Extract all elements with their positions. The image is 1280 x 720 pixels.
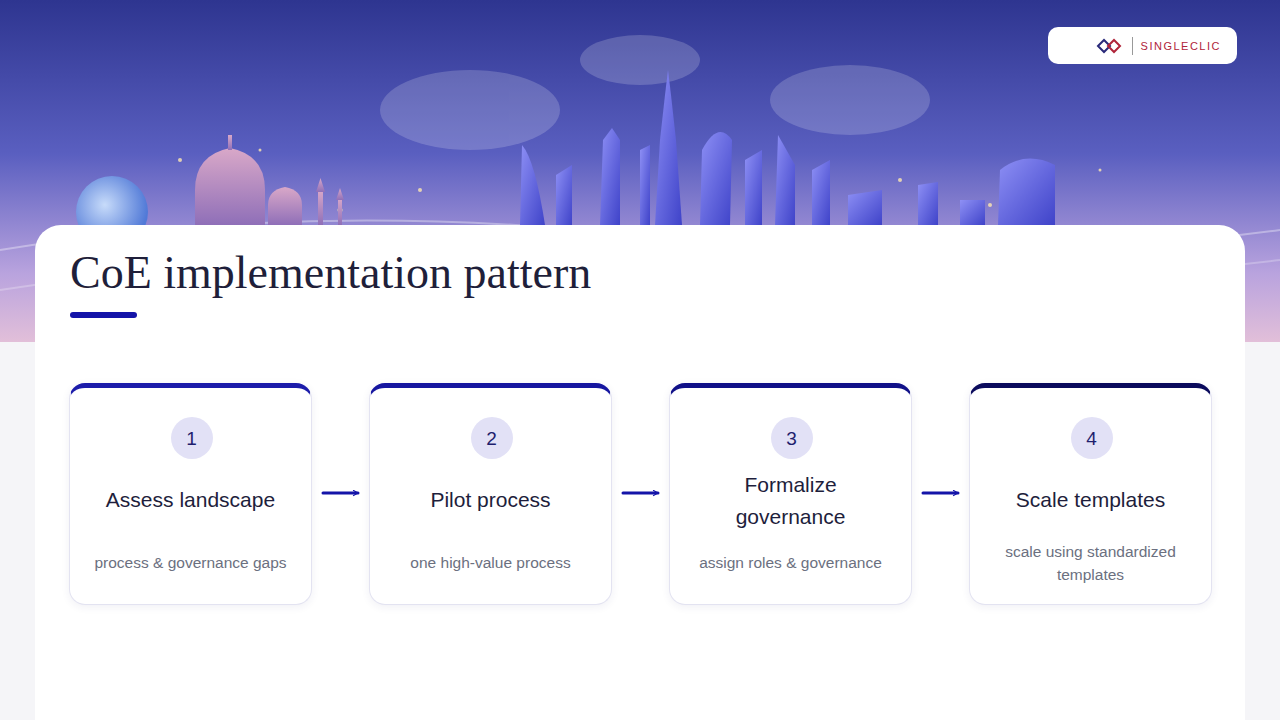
flow-arrow — [923, 492, 958, 495]
number-circle: 4 — [1071, 417, 1113, 459]
step-heading: Pilot process — [400, 484, 581, 516]
step-description: process & governance gaps — [88, 551, 293, 574]
logo-box: SINGLECLIC — [1048, 27, 1237, 64]
step-description: scale using standardized templates — [988, 540, 1193, 587]
flow-arrow — [323, 492, 358, 495]
title-underline — [70, 312, 137, 318]
flow-arrow — [623, 492, 658, 495]
step-card: Assess landscape process & governance gap… — [69, 383, 312, 605]
number-circle: 2 — [471, 417, 513, 459]
step-number: 3 — [786, 429, 797, 448]
logo-mark — [1096, 38, 1124, 54]
slide-title: CoE implementation pattern — [70, 246, 591, 299]
step-heading: Assess landscape — [100, 484, 281, 516]
step-number: 1 — [186, 429, 197, 448]
logo-divider — [1132, 37, 1133, 55]
step-heading: Formalize governance — [700, 469, 881, 532]
step-description: one high-value process — [388, 551, 593, 574]
step-description: assign roles & governance — [688, 551, 893, 574]
number-circle: 1 — [171, 417, 213, 459]
step-heading: Scale templates — [1000, 484, 1181, 516]
step-number: 2 — [486, 429, 497, 448]
logo-text: SINGLECLIC — [1141, 40, 1221, 52]
step-number: 4 — [1086, 429, 1097, 448]
step-card: Pilot process one high-value process 2 — [369, 383, 612, 605]
number-circle: 3 — [771, 417, 813, 459]
step-card: Scale templates scale using standardized … — [969, 383, 1212, 605]
step-card: Formalize governance assign roles & gover… — [669, 383, 912, 605]
